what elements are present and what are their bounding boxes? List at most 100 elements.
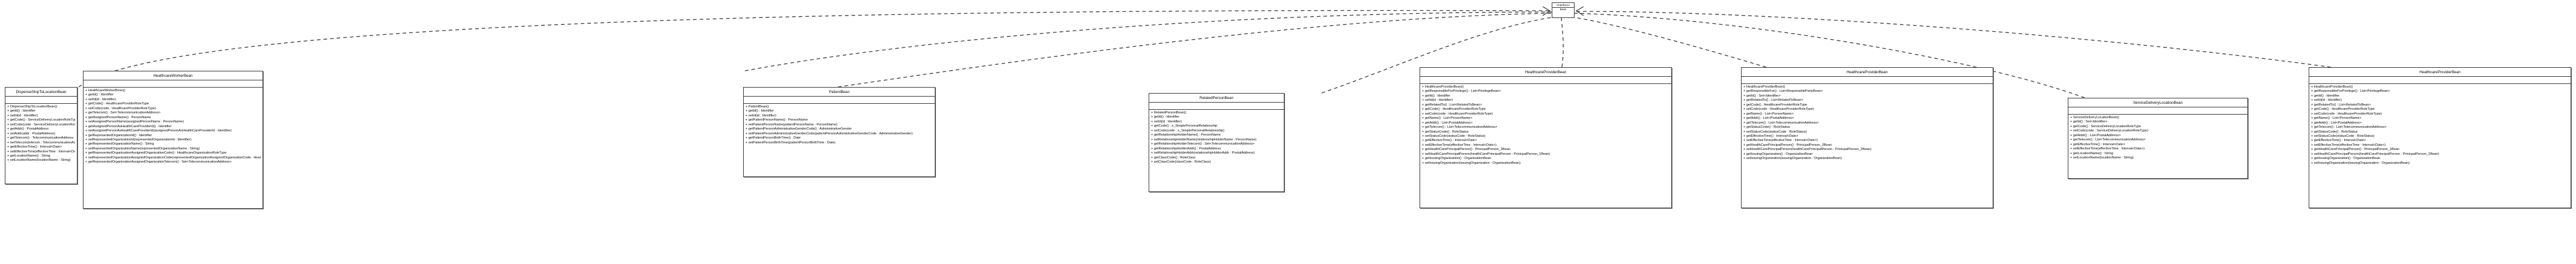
class-operation: + getStatusCode() : RoleStatus bbox=[2311, 130, 2358, 134]
class-operation: + setRelationshipHolderAddr(relationship… bbox=[1151, 151, 1255, 155]
uml-class-service-delivery-location-bean[interactable]: ServiceDeliveryLocationBean+ ServiceDeli… bbox=[2068, 98, 2248, 179]
class-operation: + getName() : List<PersonName> bbox=[1743, 112, 1794, 116]
class-operation: + setId(id : Identifier) bbox=[746, 113, 777, 118]
class-operation: + getAddr() : List<PostalAddress> bbox=[2070, 133, 2121, 137]
class-operation: + setEffectiveTime(effectiveTime : Inter… bbox=[2311, 143, 2386, 147]
class-operation: + getStatusCode() : RoleStatus bbox=[1422, 130, 1469, 134]
uml-class-patient-bean[interactable]: PatientBean+ PatientBean()+ getId() : Id… bbox=[743, 87, 935, 177]
class-operation: + getRelationshipHolderAddr() : PostalAd… bbox=[1151, 146, 1221, 151]
class-operation: + setStatusCode(statusCode : RoleStatus) bbox=[1422, 134, 1486, 138]
class-operations: + HealthcareWorkerBean()+ getId() : Iden… bbox=[84, 88, 263, 166]
class-operation: + getCode() : x_SimplePersonalRelationsh… bbox=[1151, 124, 1218, 128]
uml-class-healthcare-provider-bean-2[interactable]: HealthcareProviderBean + HealthcareProvid… bbox=[1741, 67, 1993, 208]
class-operation: + setStatusCode(statusCode : RoleStatus) bbox=[1743, 130, 1807, 134]
class-operation: + setRelationshipHolderName(relationship… bbox=[1151, 137, 1257, 142]
class-operation: + getEffectiveTime() : Interval<Date> bbox=[7, 145, 62, 149]
class-operation: + setIssuingOrganization(issuingOrganiza… bbox=[2311, 161, 2410, 165]
class-operation: + setLocationName(locationName : String) bbox=[2070, 156, 2134, 160]
class-operation: + getAssignedPersonName() : PersonName bbox=[85, 115, 151, 119]
class-operation: + getPatientPersonAdministrativeGenderCo… bbox=[746, 127, 852, 131]
class-operation: + getCode() : HealthcareProviderRoleType bbox=[1422, 107, 1486, 112]
class-operation: + setCode(code : HealthcareProviderRoleT… bbox=[2311, 112, 2382, 116]
class-operation: + setCode(code : HealthcareProviderRoleT… bbox=[1743, 107, 1814, 112]
class-operation: + getRelatedTo() : List<RelatedToBean> bbox=[2311, 103, 2371, 107]
class-operation: + getTelecom() : List<TelecommunicationA… bbox=[2311, 125, 2387, 130]
class-operation: + getIssuingOrganization() : Organizatio… bbox=[1422, 157, 1492, 161]
class-operation: + getId() : Identifier bbox=[7, 109, 36, 113]
class-operation: + setCode(code : HealthcareProviderRoleT… bbox=[85, 106, 156, 110]
class-operation: + setEffectiveTime(effectiveTime : Inter… bbox=[2070, 147, 2145, 151]
uml-class-healthcare-provider-bean-3[interactable]: HealthcareProviderBean + HealthcareProvid… bbox=[2309, 67, 2571, 208]
class-name: HealthcareProviderBean bbox=[1742, 68, 1993, 77]
class-operation: + getHealthCarePrincipalPerson() : Prini… bbox=[1743, 143, 1832, 147]
class-operation: + ServiceDeliveryLocationBean() bbox=[2070, 116, 2119, 119]
class-operation: + setId(id : Identifier) bbox=[1422, 98, 1453, 103]
class-operation: + HealthcareProviderBean() bbox=[2311, 85, 2353, 89]
class-operations: + HealthcareProviderBean()+ getResponsib… bbox=[2309, 84, 2571, 167]
class-operation: + PatientBean() bbox=[746, 105, 770, 109]
class-operation: + getId() : Identifier bbox=[1151, 115, 1180, 119]
class-operation: + getPatientPersonBirthTime() : Date bbox=[746, 136, 801, 140]
class-operation: + getRepresentedOrganizationAssignedOrga… bbox=[85, 160, 232, 164]
class-operation: + getId() : Set<Identifier> bbox=[2070, 120, 2108, 124]
class-operation: + getEffectiveTime() : Interval<Date> bbox=[2070, 142, 2125, 146]
interface-stereotype: «interface» bbox=[1556, 4, 1570, 7]
class-operation: + getRepresentedOrganizationName() : Str… bbox=[85, 142, 154, 146]
interface-node[interactable]: «interface» Bean bbox=[1552, 2, 1575, 18]
edge-provider2-to-interface bbox=[1570, 16, 1767, 68]
class-operation: + setIssuingOrganization(issuingOrganiza… bbox=[1743, 157, 1842, 161]
class-operation: + setIssuingOrganization(issuingOrganiza… bbox=[1422, 161, 1521, 165]
class-operation: + getName() : List<PersonName> bbox=[1422, 116, 1472, 121]
class-operation: + setCode(code : HealthcareProviderRoleT… bbox=[1422, 112, 1493, 116]
edge-provider1-to-interface bbox=[1561, 17, 1564, 68]
class-operation: + setId(id : Identifier) bbox=[1151, 119, 1182, 124]
class-operation: + getRelationshipHolderTelecom() : Set<T… bbox=[1151, 142, 1255, 146]
class-operation: + getAddr() : PostalAddress bbox=[7, 127, 49, 131]
class-operations: + HealthcareProviderBean()+ getResponsib… bbox=[1742, 84, 1993, 163]
class-operations: + RelatedPersonBean()+ getId() : Identif… bbox=[1149, 110, 1284, 166]
class-operation: + getTelecom() : Set<TelecommunicationAd… bbox=[85, 111, 161, 115]
class-name: RelatedPersonBean bbox=[1149, 94, 1284, 103]
class-operation: + getTelecom() : List<TelecommunicationA… bbox=[1743, 121, 1819, 125]
class-operation: + getStatusCode() : RoleStatus bbox=[1743, 125, 1790, 130]
class-operation: + HealthcareProviderBean() bbox=[1422, 85, 1464, 89]
class-operation: + getClassCode() : RoleClass bbox=[1151, 155, 1195, 160]
class-operation: + setEffectiveTime(effectiveTime : Inter… bbox=[1422, 143, 1496, 147]
class-operation: + getEffectiveTime() : Interval<Date> bbox=[1422, 139, 1477, 143]
class-operation: + getResponsibleFor() : List<Responsible… bbox=[1743, 89, 1823, 94]
class-operation: + getResponsibleForPrivilege() : List<Pr… bbox=[1422, 89, 1501, 94]
edge-dispense-ship-to-location-to-interface bbox=[78, 10, 1554, 88]
class-operation: + getCode() : HealthcareProviderRoleType bbox=[2311, 107, 2375, 112]
class-operation: + setCode(code : x_SimplePersonalRelatio… bbox=[1151, 128, 1225, 133]
class-operation: + getRelationshipHolderName() : PersonNa… bbox=[1151, 133, 1221, 137]
class-operation: + DispenseShipToLocationBean() bbox=[7, 105, 58, 109]
realization-arrowhead-right bbox=[1575, 6, 1584, 16]
class-operation: + getAddr() : List<PostalAddress> bbox=[2311, 121, 2362, 125]
uml-class-healthcare-provider-bean-1[interactable]: HealthcareProviderBean+ HealthcareProvid… bbox=[1420, 67, 1672, 208]
class-operation: + setAssignedPersonAsHealthCareProviderI… bbox=[85, 129, 232, 133]
uml-class-dispense-ship-to-location-bean[interactable]: DispenseShipToLocationBean + DispenseShip… bbox=[5, 87, 77, 184]
class-operation: + getPatientPersonName() : PersonName bbox=[746, 118, 808, 122]
class-operation: + getRelatedTo() : List<RelatedToBean> bbox=[1422, 103, 1482, 107]
class-operation: + setEffectiveTime(effectiveTime : Inter… bbox=[7, 149, 75, 154]
class-operation: + setClassCode(classCode : RoleClass) bbox=[1151, 160, 1211, 164]
class-operation: + getEffectiveTime() : Interval<Date> bbox=[1743, 134, 1799, 138]
uml-class-healthcare-worker-bean[interactable]: HealthcareWorkerBean + HealthcareWorkerBe… bbox=[83, 71, 263, 209]
class-operation: + setCode(code : ServiceDeliveryLocation… bbox=[7, 122, 75, 127]
class-operations: + HealthcareProviderBean()+ getResponsib… bbox=[1420, 84, 1671, 167]
class-operation: + getResponsibleForPrivilege() : List<Pr… bbox=[2311, 89, 2390, 94]
class-name: DispenseShipToLocationBean bbox=[5, 88, 77, 97]
class-operation: + getId() : Identifier bbox=[1422, 94, 1451, 98]
class-operation: + getIssuingOrganization() : Organizatio… bbox=[2311, 157, 2381, 161]
class-operation: + setRepresentedOrganizationName(represe… bbox=[85, 146, 200, 151]
class-name: HealthcareWorkerBean bbox=[84, 71, 263, 80]
class-operation: + getHealthCarePrincipalPerson() : Prini… bbox=[1422, 148, 1510, 152]
class-operation: + getAddr() : List<PostalAddress> bbox=[1422, 121, 1473, 125]
edge-healthcare-worker-to-interface bbox=[744, 11, 1554, 71]
class-attributes bbox=[2309, 77, 2571, 84]
class-operation: + getAddr() : List<PostalAddress> bbox=[1743, 116, 1794, 121]
class-operation: + setAssignedPersonName(assignedPersonNa… bbox=[85, 120, 184, 124]
uml-class-related-person-bean[interactable]: RelatedPersonBean + RelatedPersonBean()+ … bbox=[1149, 93, 1284, 192]
class-name: HealthcareProviderBean bbox=[2309, 68, 2571, 77]
